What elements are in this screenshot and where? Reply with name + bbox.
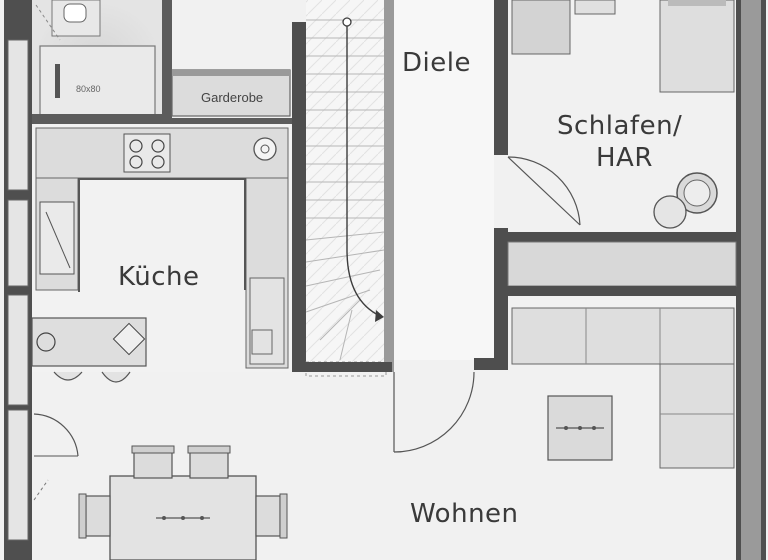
stair-winder-tread <box>305 289 371 313</box>
stair-walking-line <box>346 22 381 317</box>
garderobe: Garderobe <box>171 69 291 117</box>
fridge-icon <box>249 277 285 365</box>
shelf-unit <box>507 241 737 287</box>
room-label-diele: Diele <box>402 48 471 78</box>
dining-chair-3 <box>85 495 111 537</box>
sofa-side <box>659 363 735 469</box>
bed-icon <box>659 0 735 93</box>
bar-stool-2 <box>101 371 131 383</box>
stair-winder-tread <box>319 299 361 341</box>
dining-chair-2 <box>189 451 229 479</box>
schlafen-room: Schlafen/ HAR <box>498 0 737 296</box>
side-table-icon <box>653 195 687 229</box>
dining-chair-1 <box>133 451 173 479</box>
kitchen: Küche <box>31 118 292 383</box>
outer-walls <box>4 0 766 560</box>
dining-chair-4 <box>255 495 281 537</box>
cabinet-icon <box>511 0 571 55</box>
room-label-har: HAR <box>596 143 653 173</box>
stair-winder-tread <box>305 249 385 263</box>
window-left-4 <box>7 409 29 541</box>
stair-arrow-icon <box>375 310 384 322</box>
room-label-kueche: Küche <box>118 262 200 292</box>
cooktop-icon <box>112 322 146 356</box>
bathroom: 80x80 <box>32 0 172 122</box>
stair-start-marker <box>342 17 352 27</box>
window-left-3 <box>7 294 29 406</box>
garderobe-label: Garderobe <box>201 90 263 105</box>
stove-icon <box>123 133 171 173</box>
door-schlafen <box>507 156 581 226</box>
shower-drain <box>55 64 60 98</box>
stair-winder-tread <box>305 231 385 241</box>
sofa-back <box>511 307 735 365</box>
kitchen-sink-icon <box>39 201 75 275</box>
room-label-wohnen: Wohnen <box>410 499 519 529</box>
stair-winder-tread <box>339 309 353 361</box>
shower-size-label: 80x80 <box>76 84 101 94</box>
room-label-schlafen: Schlafen/ <box>557 111 682 141</box>
wohnen-room: Wohnen <box>33 307 735 560</box>
stair-winder-tread <box>305 269 381 287</box>
staircase <box>292 0 394 377</box>
diele: Diele <box>394 0 508 370</box>
bar-stool-1 <box>53 371 83 381</box>
window-left-2 <box>7 199 29 287</box>
round-sink-icon <box>253 137 277 161</box>
window-left-1 <box>7 39 29 191</box>
